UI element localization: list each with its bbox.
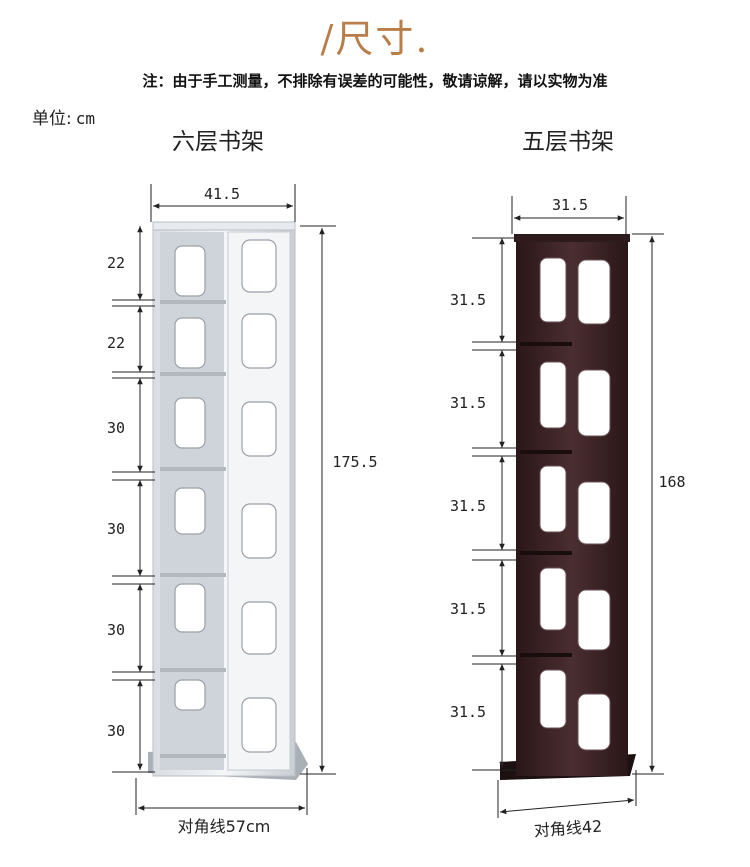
six-tier-dimension-lines — [112, 184, 336, 815]
six-tier-compartment-1: 22 — [107, 254, 125, 272]
five-tier-title: 五层书架 — [522, 129, 614, 155]
six-tier-side-panel — [227, 231, 291, 771]
six-tier-height-label: 175.5 — [332, 453, 377, 471]
five-tier-cutouts — [539, 257, 611, 751]
six-tier-compartment-3: 30 — [107, 419, 125, 437]
unit-label-text: 单位: — [32, 109, 72, 129]
six-tier-width-label: 41.5 — [204, 185, 240, 203]
five-tier-height-label: 168 — [658, 473, 685, 491]
five-tier-dimension-lines — [472, 196, 664, 818]
six-tier-top — [152, 221, 296, 231]
page-title: /尺寸. — [320, 17, 430, 61]
six-tier-compartment-2: 22 — [107, 334, 125, 352]
five-tier-compartment-2: 31.5 — [450, 394, 486, 412]
five-tier-compartment-3: 31.5 — [450, 497, 486, 515]
six-tier-diagonal-label: 对角线57cm — [178, 817, 271, 836]
six-tier-title: 六层书架 — [172, 129, 264, 155]
six-tier-compartment-6: 30 — [107, 722, 125, 740]
five-tier-diagonal-label: 对角线42 — [533, 817, 603, 841]
five-tier-shelf-illustration — [500, 234, 636, 780]
six-tier-cutouts — [174, 239, 277, 753]
five-tier-top — [514, 234, 630, 242]
five-tier-width-label: 31.5 — [552, 196, 588, 214]
unit-value: cm — [75, 109, 95, 128]
unit-label: 单位:cm — [32, 104, 95, 129]
six-tier-compartment-5: 30 — [107, 621, 125, 639]
five-tier-compartment-1: 31.5 — [450, 291, 486, 309]
measurement-note: 注：由于手工测量，不排除有误差的可能性，敬请谅解，请以实物为准 — [142, 72, 608, 90]
five-tier-body — [516, 236, 628, 776]
five-tier-compartment-4: 31.5 — [450, 600, 486, 618]
five-tier-boards — [520, 342, 572, 657]
five-tier-compartment-5: 31.5 — [450, 703, 486, 721]
six-tier-boards — [160, 300, 226, 758]
six-tier-shelf-illustration — [148, 221, 308, 780]
six-tier-compartment-4: 30 — [107, 520, 125, 538]
